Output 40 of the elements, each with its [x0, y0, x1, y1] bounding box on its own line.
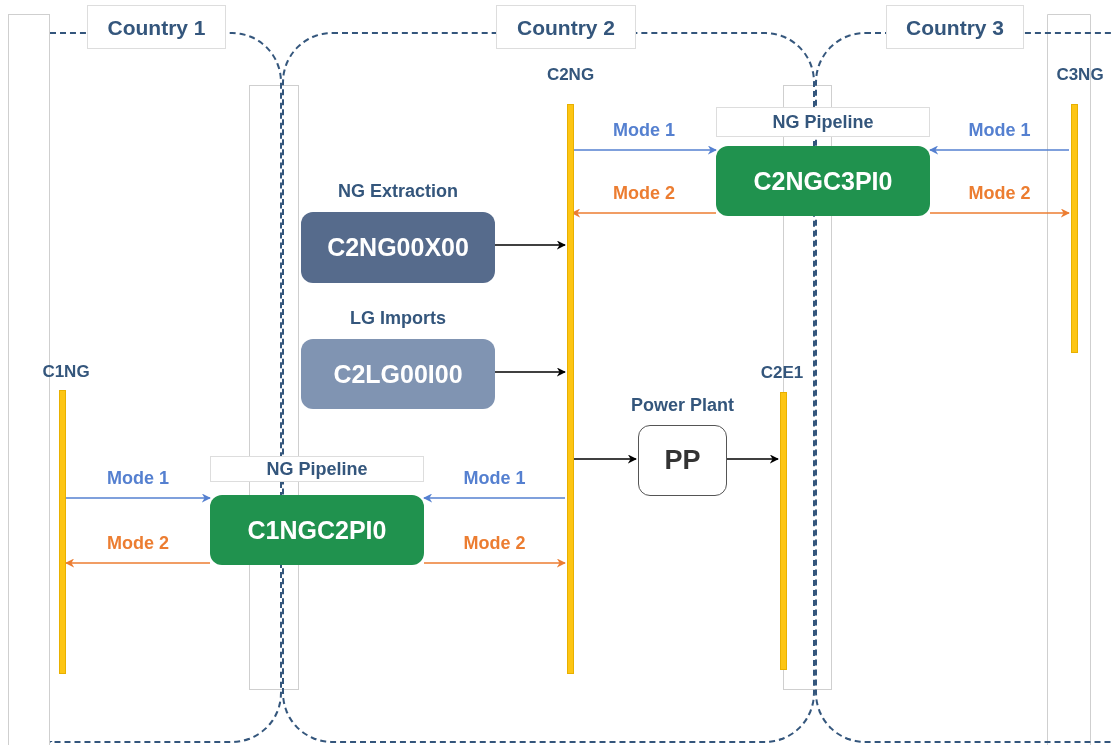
lifeline-bar: [567, 104, 574, 674]
lifeline-label: C1NG: [41, 361, 91, 383]
arrow: [724, 454, 779, 464]
region-heading: Country 2: [496, 5, 636, 49]
arrow: [571, 145, 717, 155]
node-heading: Power Plant: [630, 394, 735, 417]
node-heading: NG Extraction: [337, 180, 459, 203]
region-heading: Country 1: [87, 5, 226, 49]
process-box: [301, 339, 495, 409]
lifeline-label: C2NG: [545, 64, 596, 86]
box-label: C2NGC3PI0: [753, 166, 893, 196]
arrow: [492, 240, 566, 250]
label-box: [210, 456, 424, 482]
node-heading: LG Imports: [349, 307, 447, 330]
process-box: [716, 146, 930, 216]
region-heading: Country 3: [886, 5, 1024, 49]
lifeline-label: C3NG: [1055, 64, 1105, 86]
arrow: [571, 208, 717, 218]
arrow: [929, 145, 1070, 155]
lifeline-bar: [59, 390, 66, 674]
arrow: [65, 558, 211, 568]
box-label: C1NGC2PI0: [247, 515, 387, 545]
arrow: [65, 493, 211, 503]
process-box: [638, 425, 727, 496]
box-label: PP: [664, 445, 701, 476]
lifeline-label: C2E1: [759, 362, 805, 384]
arrow: [423, 558, 566, 568]
process-box: [210, 495, 424, 565]
arrow: [423, 493, 566, 503]
lifeline-bar: [780, 392, 787, 670]
box-label: C2NG00X00: [327, 233, 469, 262]
arrow: [571, 454, 637, 464]
box-label: C2LG00I00: [333, 359, 463, 389]
arrow: [929, 208, 1070, 218]
process-box: [301, 212, 495, 283]
box-label: NG Pipeline: [266, 458, 368, 480]
box-label: NG Pipeline: [772, 111, 874, 133]
lifeline-bar: [1071, 104, 1078, 353]
arrow: [492, 367, 566, 377]
label-box: [716, 107, 930, 137]
